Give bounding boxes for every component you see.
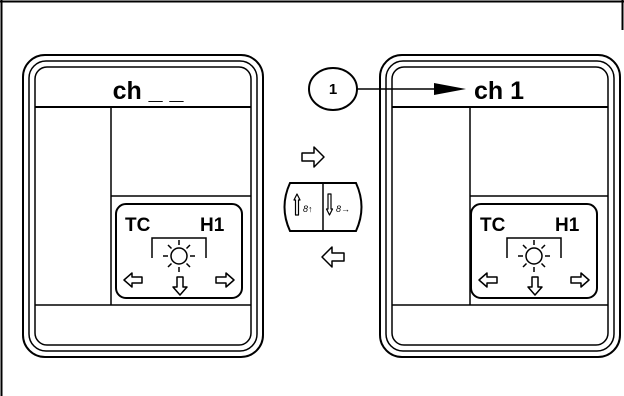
right-icon-bracket (506, 237, 562, 258)
callout-arrow-icon (434, 83, 466, 95)
left-mode-box: TC H1 (115, 203, 243, 299)
right-channel-text: ch 1 (474, 77, 524, 105)
down-button-label: 8→ (336, 204, 350, 214)
arrow-right-outline-icon (215, 272, 235, 288)
center-rocker-switch[interactable]: 8↑ 8→ (283, 182, 363, 232)
up-button[interactable]: 8↑ (293, 193, 313, 216)
arrow-left-outline-icon (478, 272, 498, 288)
right-display-panel: ch 1 TC H1 (379, 54, 621, 358)
down-button[interactable]: 8→ (325, 193, 351, 216)
right-mode-box: TC H1 (470, 203, 598, 299)
callout-1: 1 (308, 67, 466, 111)
light-bulb-icon (163, 240, 195, 272)
arrow-down-outline-icon (172, 276, 188, 296)
arrow-up-outline-icon (293, 193, 301, 216)
arrow-right-outline-icon (570, 272, 590, 288)
left-icon-bracket (151, 237, 207, 258)
left-label-tc: TC (125, 215, 151, 236)
up-button-label: 8↑ (303, 204, 313, 214)
arrow-left-outline-icon (321, 246, 345, 268)
arrow-right-outline-icon (301, 146, 325, 168)
left-label-h1: H1 (200, 215, 225, 236)
arrow-left-outline-icon (123, 272, 143, 288)
left-display-panel: ch _ _ TC H1 (22, 54, 264, 358)
right-label-tc: TC (480, 215, 506, 236)
left-channel-text: ch _ _ (113, 77, 185, 105)
right-label-h1: H1 (555, 215, 580, 236)
arrow-down-outline-icon (325, 193, 334, 216)
arrow-down-outline-icon (527, 276, 543, 296)
callout-number: 1 (329, 81, 337, 98)
light-bulb-icon (518, 240, 550, 272)
